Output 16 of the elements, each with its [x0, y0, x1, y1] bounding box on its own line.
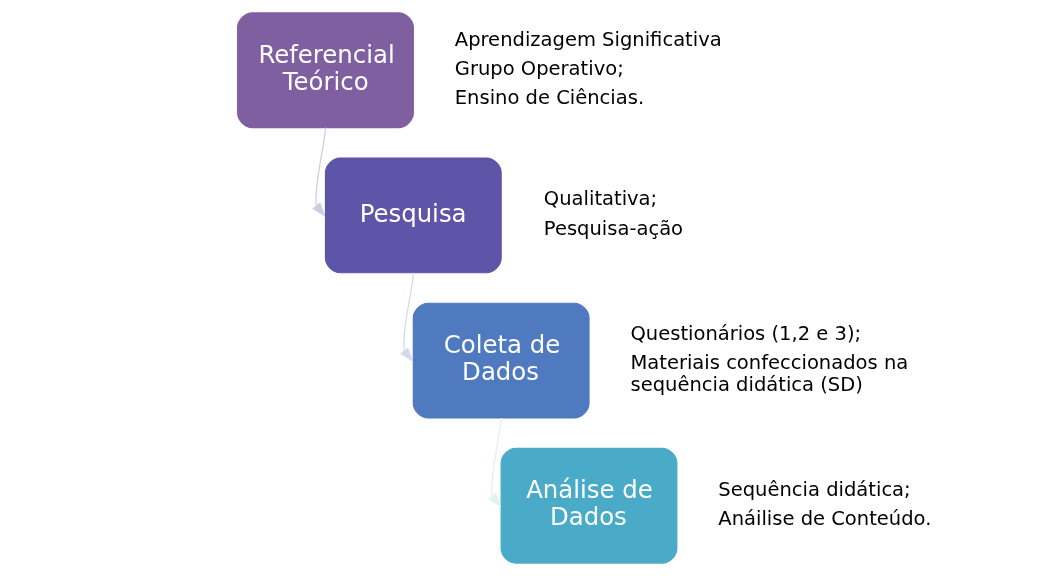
arrow	[399, 272, 414, 363]
node-label: Grupo Operativo;	[454, 56, 624, 80]
arrow	[311, 126, 326, 217]
node-label: Pesquisa-ação	[543, 216, 683, 240]
node-label: Ensino de Ciências.	[454, 86, 644, 110]
node-label: Sequência didática;	[717, 477, 911, 501]
node-label: Aprendizagem Significativa	[454, 27, 722, 51]
node-box: Coleta de Dados	[412, 302, 590, 419]
node-box: Referencial Teórico	[236, 12, 414, 129]
arrow	[487, 417, 502, 508]
node-label: Qualitativa;	[543, 187, 657, 211]
node-label: Anáilise de Conteúdo.	[717, 507, 931, 531]
node-label: Questionários (1,2 e 3);	[629, 321, 861, 345]
node-box: Análise de Dados	[500, 447, 677, 564]
node-box: Pesquisa	[324, 157, 502, 274]
node-label: Materiais confeccionados na sequência didática (SD)	[629, 350, 908, 396]
